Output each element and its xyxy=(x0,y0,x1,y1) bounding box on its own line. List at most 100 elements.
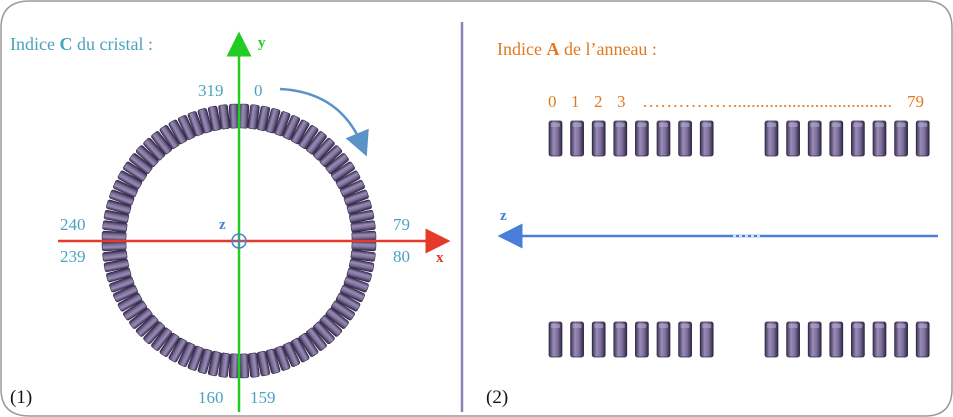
left-panel: Indice C du cristal : y x z 319 0 240 23… xyxy=(10,31,451,412)
label-0: 0 xyxy=(254,81,263,100)
crystal-block xyxy=(290,119,310,145)
crystal-block xyxy=(123,300,148,321)
ring-block-highlight xyxy=(896,123,906,127)
label-239: 239 xyxy=(60,247,86,266)
ring-blocks xyxy=(548,120,930,358)
crystal-block xyxy=(350,249,376,262)
crystal-block xyxy=(106,267,132,283)
crystal-block xyxy=(197,108,213,134)
ring-block-highlight xyxy=(918,324,928,328)
panel-number-2: (2) xyxy=(486,387,508,408)
crystal-block xyxy=(282,342,301,367)
crystal-block xyxy=(351,240,377,252)
right-panel: Indice A de l’anneau : 0 1 2 3 ……………....… xyxy=(486,39,938,408)
crystal-block xyxy=(113,179,138,198)
ring-block xyxy=(829,120,844,157)
crystal-block xyxy=(102,220,128,233)
ring-block-highlight xyxy=(615,123,625,127)
crystal-block xyxy=(256,351,271,377)
crystal-block xyxy=(135,145,159,168)
crystal-block xyxy=(343,189,369,206)
ring-block xyxy=(635,321,649,358)
crystal-block xyxy=(218,352,231,378)
crystal-block xyxy=(168,119,188,145)
right-title: Indice A de l’anneau : xyxy=(497,39,657,59)
crystal-block xyxy=(265,348,281,374)
ring-block xyxy=(656,321,671,358)
crystal-block xyxy=(129,307,153,329)
crystal-block xyxy=(103,209,129,224)
ring-block-highlight xyxy=(572,324,582,328)
crystal-block xyxy=(143,321,166,345)
crystal-block xyxy=(106,199,132,215)
crystal-block xyxy=(346,267,372,283)
crystal-block xyxy=(129,153,153,175)
crystal-block xyxy=(340,179,365,198)
ring-block xyxy=(678,120,692,157)
crystal-block xyxy=(238,353,250,379)
crystal-block xyxy=(109,189,135,206)
ring-block-highlight xyxy=(680,324,690,328)
ring-index-1: 1 xyxy=(571,92,580,111)
ring-index-0: 0 xyxy=(548,92,557,111)
crystal-block xyxy=(290,337,310,363)
crystal-block xyxy=(319,314,343,337)
crystal-block xyxy=(177,115,196,140)
ring-block xyxy=(894,321,908,358)
ring-block-highlight xyxy=(788,324,798,328)
ring-block xyxy=(548,321,563,358)
crystal-block xyxy=(282,115,301,140)
ring-block-highlight xyxy=(767,324,776,328)
crystal-block xyxy=(207,351,222,377)
ring-block-highlight xyxy=(572,123,582,127)
crystal-block xyxy=(274,345,291,371)
z-axis-marker xyxy=(231,233,247,249)
crystal-block xyxy=(274,111,291,137)
rotation-arrow xyxy=(279,87,369,157)
ring-block xyxy=(807,321,822,358)
ring-block xyxy=(851,321,865,358)
crystal-block xyxy=(330,161,355,182)
ring-block xyxy=(570,321,584,358)
ring-block-highlight xyxy=(594,324,604,328)
crystal-block xyxy=(103,258,129,273)
ring-block xyxy=(915,120,930,157)
crystal-block xyxy=(117,170,143,190)
crystal-block xyxy=(330,300,355,321)
crystal-block xyxy=(350,220,376,233)
ring-block xyxy=(807,120,822,157)
crystal-block xyxy=(335,292,361,312)
crystal-block xyxy=(113,284,138,303)
ring-block-highlight xyxy=(659,123,668,127)
crystal-block xyxy=(101,240,127,252)
label-319: 319 xyxy=(198,81,224,100)
ring-block xyxy=(764,120,779,157)
y-axis-label: y xyxy=(258,35,266,51)
ring-block xyxy=(656,120,671,157)
crystal-block xyxy=(143,137,166,161)
crystal-block xyxy=(325,307,349,329)
crystal-block xyxy=(247,104,260,130)
crystal-block xyxy=(265,108,281,134)
ring-block-highlight xyxy=(659,324,668,328)
crystal-block xyxy=(207,105,222,131)
ring-block xyxy=(591,120,606,157)
ring-block-highlight xyxy=(702,123,712,127)
crystal-block xyxy=(197,348,213,374)
crystal-block xyxy=(151,131,173,155)
ring-block-highlight xyxy=(853,123,863,127)
crystal-block xyxy=(159,125,180,150)
ring-index-3: 3 xyxy=(617,92,626,111)
crystal-block xyxy=(117,292,143,312)
crystal-block xyxy=(346,199,372,215)
crystal-block xyxy=(218,104,231,130)
ring-block-highlight xyxy=(831,324,841,328)
z-axis-right-label: z xyxy=(500,208,507,224)
ring-block xyxy=(851,120,865,157)
label-80: 80 xyxy=(393,247,410,266)
ring-block-highlight xyxy=(875,123,884,127)
ring-block xyxy=(786,321,800,358)
crystal-block xyxy=(123,161,148,182)
crystal-block xyxy=(351,230,377,242)
